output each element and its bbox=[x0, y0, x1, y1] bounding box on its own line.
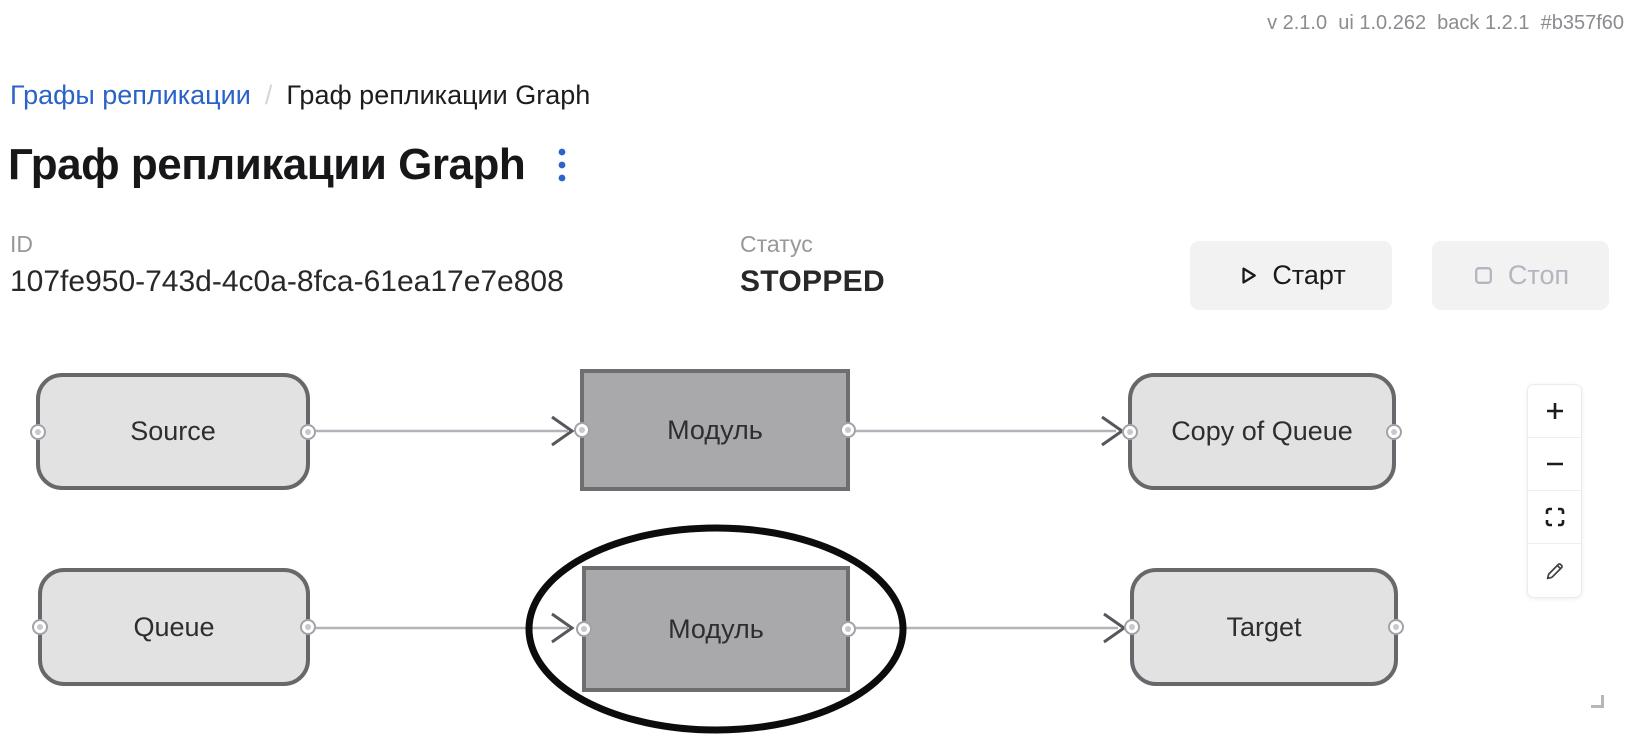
node-handle-right[interactable] bbox=[840, 621, 856, 637]
stop-button[interactable]: Стоп bbox=[1432, 241, 1609, 310]
edit-button[interactable] bbox=[1528, 544, 1581, 597]
id-label: ID bbox=[10, 231, 33, 257]
fit-view-button[interactable] bbox=[1528, 491, 1581, 544]
node-source[interactable]: Source bbox=[30, 373, 316, 490]
node-label: Модуль bbox=[668, 613, 764, 644]
page-title: Граф репликации Graph bbox=[8, 140, 526, 189]
kebab-icon bbox=[558, 148, 566, 182]
pencil-icon bbox=[1546, 562, 1563, 579]
node-handle-left[interactable] bbox=[32, 619, 48, 635]
edge-arrowhead bbox=[1103, 612, 1127, 644]
node-handle-right[interactable] bbox=[1386, 423, 1402, 440]
status-field: Статус STOPPED bbox=[740, 231, 885, 299]
version-info: v 2.1.0 ui 1.0.262 back 1.2.1 #b357f60 bbox=[1267, 12, 1624, 34]
node-module-2[interactable]: Модуль bbox=[576, 566, 856, 692]
node-handle-left[interactable] bbox=[30, 423, 46, 440]
flow-controls bbox=[1527, 384, 1582, 598]
node-copy-of-queue[interactable]: Copy of Queue bbox=[1122, 373, 1402, 490]
node-handle-right[interactable] bbox=[840, 422, 856, 438]
status-label: Статус bbox=[740, 231, 813, 257]
node-module-1[interactable]: Модуль bbox=[574, 369, 856, 491]
node-handle-left[interactable] bbox=[574, 422, 590, 438]
id-value: 107fe950-743d-4c0a-8fca-61ea17e7e808 bbox=[10, 265, 564, 298]
id-field: ID 107fe950-743d-4c0a-8fca-61ea17e7e808 bbox=[10, 231, 564, 299]
edge-arrowhead bbox=[551, 415, 575, 447]
breadcrumb-separator: / bbox=[264, 80, 273, 110]
flow-canvas[interactable]: Source Модуль Copy of Queue Queue Модуль… bbox=[0, 330, 1637, 743]
node-handle-left[interactable] bbox=[576, 621, 592, 637]
fit-view-icon bbox=[1545, 507, 1564, 527]
status-value: STOPPED bbox=[740, 265, 885, 298]
node-target[interactable]: Target bbox=[1124, 568, 1404, 686]
stop-icon bbox=[1474, 267, 1492, 284]
node-label: Source bbox=[130, 416, 216, 446]
breadcrumb-current: Граф репликации Graph bbox=[286, 80, 591, 110]
breadcrumb: Графы репликации / Граф репликации Graph bbox=[10, 80, 590, 111]
breadcrumb-link-replication-graphs[interactable]: Графы репликации bbox=[10, 80, 251, 110]
zoom-out-button[interactable] bbox=[1528, 438, 1581, 491]
node-handle-right[interactable] bbox=[300, 423, 316, 440]
title-row: Граф репликации Graph bbox=[8, 140, 575, 190]
resize-corner-icon bbox=[1591, 695, 1604, 708]
node-label: Модуль bbox=[667, 414, 763, 445]
start-button-label: Старт bbox=[1272, 260, 1346, 290]
node-handle-right[interactable] bbox=[1388, 619, 1404, 635]
node-queue[interactable]: Queue bbox=[32, 568, 316, 686]
plus-icon bbox=[1546, 403, 1563, 419]
kebab-menu-button[interactable] bbox=[549, 143, 575, 187]
node-handle-left[interactable] bbox=[1124, 619, 1140, 635]
stop-button-label: Стоп bbox=[1507, 260, 1570, 290]
edge-arrowhead bbox=[551, 612, 575, 644]
zoom-in-button[interactable] bbox=[1528, 385, 1581, 438]
node-handle-left[interactable] bbox=[1122, 423, 1138, 440]
node-label: Queue bbox=[133, 611, 215, 642]
node-label: Copy of Queue bbox=[1171, 416, 1353, 446]
start-button[interactable]: Старт bbox=[1190, 241, 1392, 310]
minus-icon bbox=[1546, 462, 1563, 466]
node-handle-right[interactable] bbox=[300, 619, 316, 635]
play-icon bbox=[1242, 267, 1257, 284]
node-label: Target bbox=[1226, 611, 1302, 642]
edge-arrowhead bbox=[1101, 415, 1125, 447]
